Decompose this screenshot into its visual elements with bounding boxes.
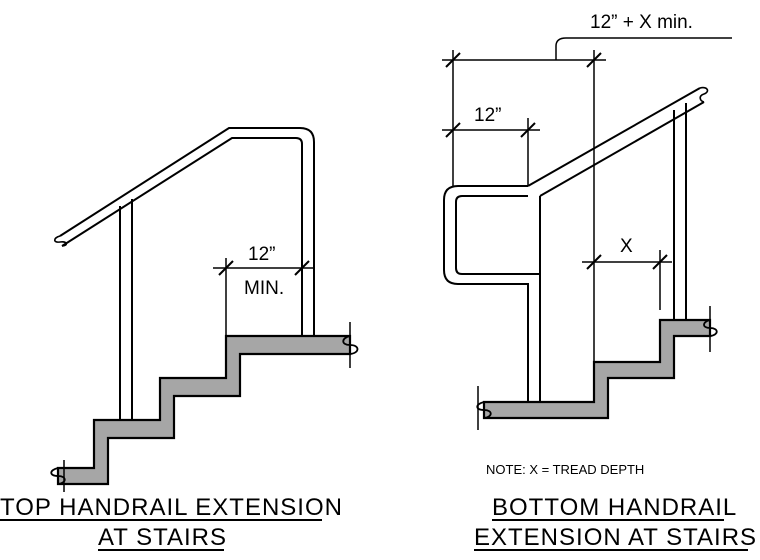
left-title-line1: TOP HANDRAIL EXTENSION bbox=[0, 494, 343, 521]
right-title-line1: BOTTOM HANDRAIL bbox=[492, 494, 737, 521]
right-extension-loop-outer bbox=[443, 185, 529, 402]
right-dim-12-label: 12” bbox=[474, 105, 501, 126]
right-dim-x-tick-left bbox=[586, 254, 602, 270]
left-title-line2: AT STAIRS bbox=[98, 524, 227, 551]
left-stair-slab bbox=[56, 334, 352, 486]
left-dim-value: 12” bbox=[248, 244, 275, 265]
left-handrail-outer bbox=[59, 127, 315, 336]
left-dim-tick-right bbox=[294, 260, 310, 276]
right-dim-overall-tick-right bbox=[586, 52, 602, 68]
left-figure: 12” MIN. TOP HANDRAIL EXTENSION AT STAIR… bbox=[0, 127, 359, 551]
right-dim-overall-leader bbox=[555, 37, 732, 60]
left-handrail-inner bbox=[61, 137, 303, 336]
right-dim-12-tick-right bbox=[520, 122, 536, 138]
right-handrail-inner bbox=[539, 101, 705, 197]
right-handrail-outer bbox=[527, 87, 701, 187]
right-dim-x-label: X bbox=[620, 236, 633, 257]
right-stair-slab bbox=[482, 318, 712, 420]
right-extension-loop-inner bbox=[455, 195, 541, 402]
right-dim-12-tick-left bbox=[445, 122, 461, 138]
right-title-line2: EXTENSION AT STAIRS bbox=[474, 524, 757, 551]
right-dim-overall-tick-left bbox=[445, 52, 461, 68]
left-dim-min: MIN. bbox=[244, 278, 284, 299]
left-handrail-end-break bbox=[53, 235, 68, 247]
right-figure: 12” + X min. 12” X NOTE: X = TREAD DEPTH… bbox=[442, 12, 757, 551]
right-dim-overall-label: 12” + X min. bbox=[590, 12, 693, 33]
right-handrail-end-break bbox=[699, 86, 709, 103]
right-dim-x-tick-right bbox=[652, 254, 668, 270]
left-dim-tick-left bbox=[218, 260, 234, 276]
right-note: NOTE: X = TREAD DEPTH bbox=[486, 462, 644, 477]
